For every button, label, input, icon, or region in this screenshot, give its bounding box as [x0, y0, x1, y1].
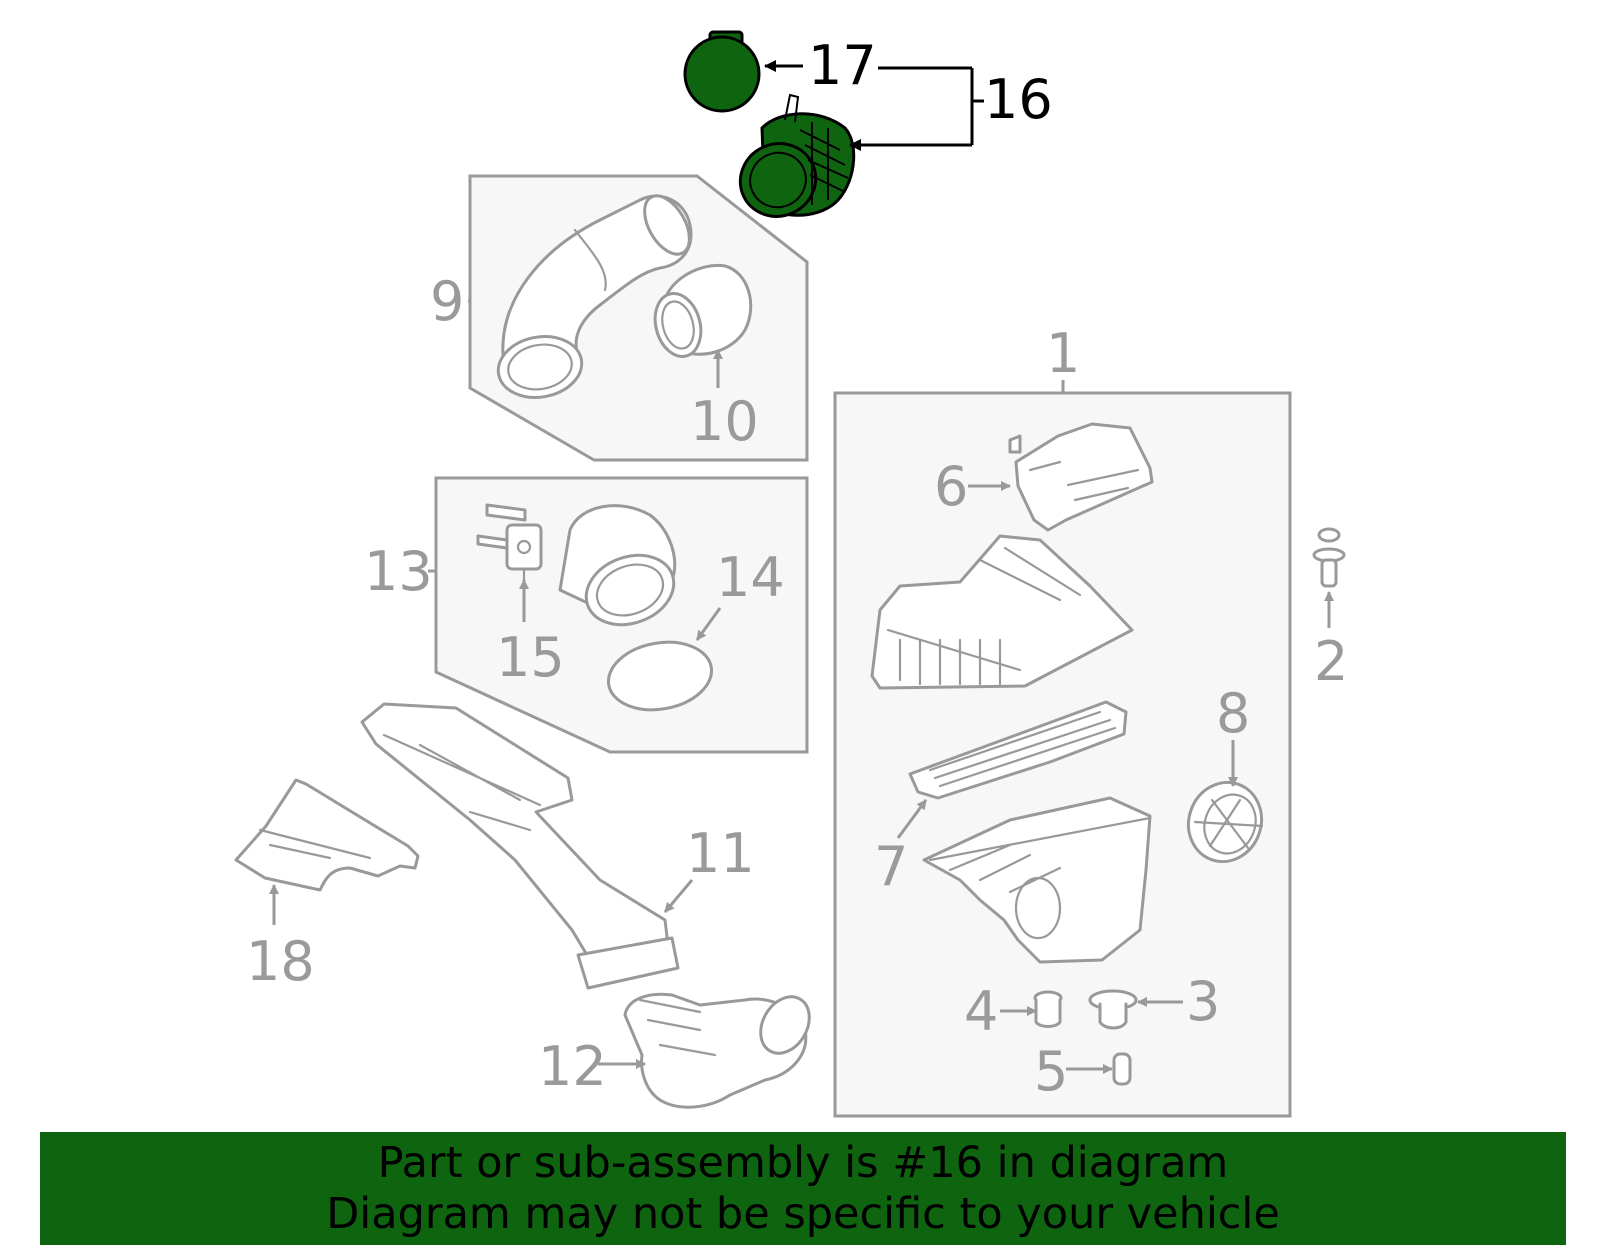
part-8-cap[interactable] [1177, 772, 1272, 872]
callout-18: 18 [246, 930, 315, 993]
callout-8: 8 [1216, 682, 1250, 745]
callout-13: 13 [364, 540, 433, 603]
part-6-cover[interactable] [1008, 422, 1154, 532]
callout-15: 15 [496, 626, 565, 689]
callout-7: 7 [874, 835, 908, 898]
info-banner: Part or sub-assembly is #16 in diagram D… [40, 1132, 1566, 1245]
callout-4: 4 [964, 980, 998, 1043]
part-15-valve[interactable] [476, 503, 543, 582]
part-14-gasket[interactable] [603, 634, 717, 717]
callout-11: 11 [686, 822, 755, 885]
callout-12: 12 [538, 1035, 607, 1098]
callout-2: 2 [1314, 630, 1348, 693]
callout-1: 1 [1046, 322, 1080, 385]
part-3-grommet[interactable] [1088, 989, 1138, 1030]
part-16-mass-airflow-housing[interactable] [728, 93, 856, 229]
banner-line-1: Part or sub-assembly is #16 in diagram [377, 1138, 1229, 1188]
part-17-cap[interactable] [683, 30, 761, 113]
part-1-lower-housing[interactable] [922, 796, 1152, 964]
callout-3: 3 [1186, 970, 1220, 1033]
callout-14: 14 [716, 546, 785, 609]
callout-5: 5 [1034, 1040, 1068, 1103]
part-18-deflector[interactable] [234, 778, 420, 892]
part-5-pin[interactable] [1112, 1052, 1132, 1086]
callout-17: 17 [808, 34, 877, 97]
callout-9: 9 [430, 270, 464, 333]
callout-10: 10 [690, 390, 759, 453]
part-4-bushing[interactable] [1033, 990, 1063, 1028]
part-1-upper-housing[interactable] [870, 534, 1134, 690]
callout-16: 16 [984, 68, 1053, 131]
callout-6: 6 [934, 455, 968, 518]
part-2-clip[interactable] [1312, 527, 1346, 588]
part-9-intake-duct[interactable] [493, 188, 698, 404]
part-13-sensor-housing[interactable] [558, 504, 684, 637]
banner-line-2: Diagram may not be specific to your vehi… [326, 1189, 1280, 1239]
part-12-elbow[interactable] [623, 988, 819, 1109]
part-11-inlet-duct[interactable] [360, 702, 680, 990]
part-10-coupler[interactable] [648, 263, 753, 361]
part-7-filter[interactable] [908, 700, 1128, 800]
